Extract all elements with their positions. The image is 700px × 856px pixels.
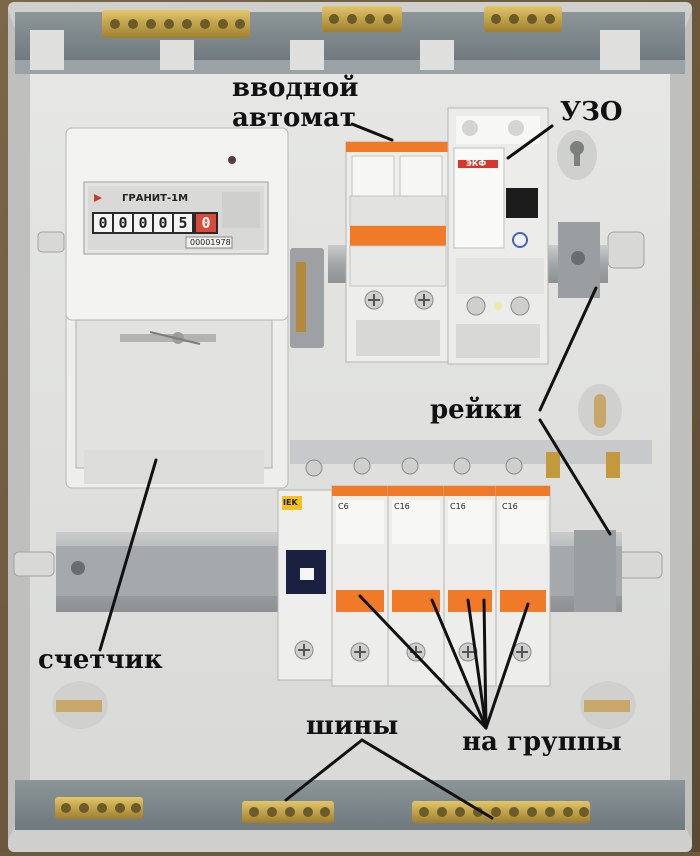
group-breaker-4 (495, 457, 551, 687)
meter-digit: 0 (138, 214, 148, 232)
label-din-rails: рейки (430, 395, 523, 425)
label-rcd: УЗО (560, 97, 623, 127)
bottom-busbar-middle (242, 801, 334, 823)
label-group-circuits: на группы (462, 727, 622, 757)
bottom-busbar-left (55, 797, 143, 819)
group-breakers (331, 457, 551, 687)
label-busbars: шины (306, 711, 399, 741)
top-busbar-middle (322, 6, 402, 32)
rcd-device (447, 107, 549, 365)
meter-brand-label: ГРАНИТ-1М (122, 193, 189, 204)
group-breaker-1 (331, 457, 389, 687)
iek-brand-label: IEK (283, 498, 298, 507)
meter-digit: 0 (158, 214, 168, 232)
top-busbar-left (102, 10, 250, 38)
label-main-breaker-line2: автомат (232, 103, 356, 133)
mounting-slot-bottom-right (580, 681, 636, 729)
mounting-slot-mid (578, 384, 622, 436)
breaker-rating-4: C16 (502, 502, 518, 511)
bottom-busbar-right (412, 801, 590, 823)
mounting-slot-bottom-left (52, 681, 108, 729)
meter-digit: 0 (98, 214, 108, 232)
top-busbar-right (484, 6, 562, 32)
label-meter: счетчик (38, 645, 163, 675)
meter-digit: 5 (178, 214, 188, 232)
breaker-rating-1: C6 (338, 502, 349, 511)
breaker-rating-3: C16 (450, 502, 466, 511)
rcd-brand-label: ЭКФ (466, 159, 487, 168)
meter-digit: 0 (201, 214, 211, 232)
electricity-meter (65, 127, 289, 489)
iek-breaker (277, 489, 335, 681)
group-breaker-3 (443, 457, 497, 687)
annotation-lines (98, 122, 612, 820)
group-breaker-2 (387, 457, 445, 687)
breaker-rating-2: C16 (394, 502, 410, 511)
meter-serial-number: 00001978 (190, 238, 231, 247)
mounting-keyhole-top (557, 130, 597, 180)
label-main-breaker-line1: вводной (232, 73, 359, 103)
meter-digit: 0 (118, 214, 128, 232)
main-breaker (345, 141, 451, 363)
